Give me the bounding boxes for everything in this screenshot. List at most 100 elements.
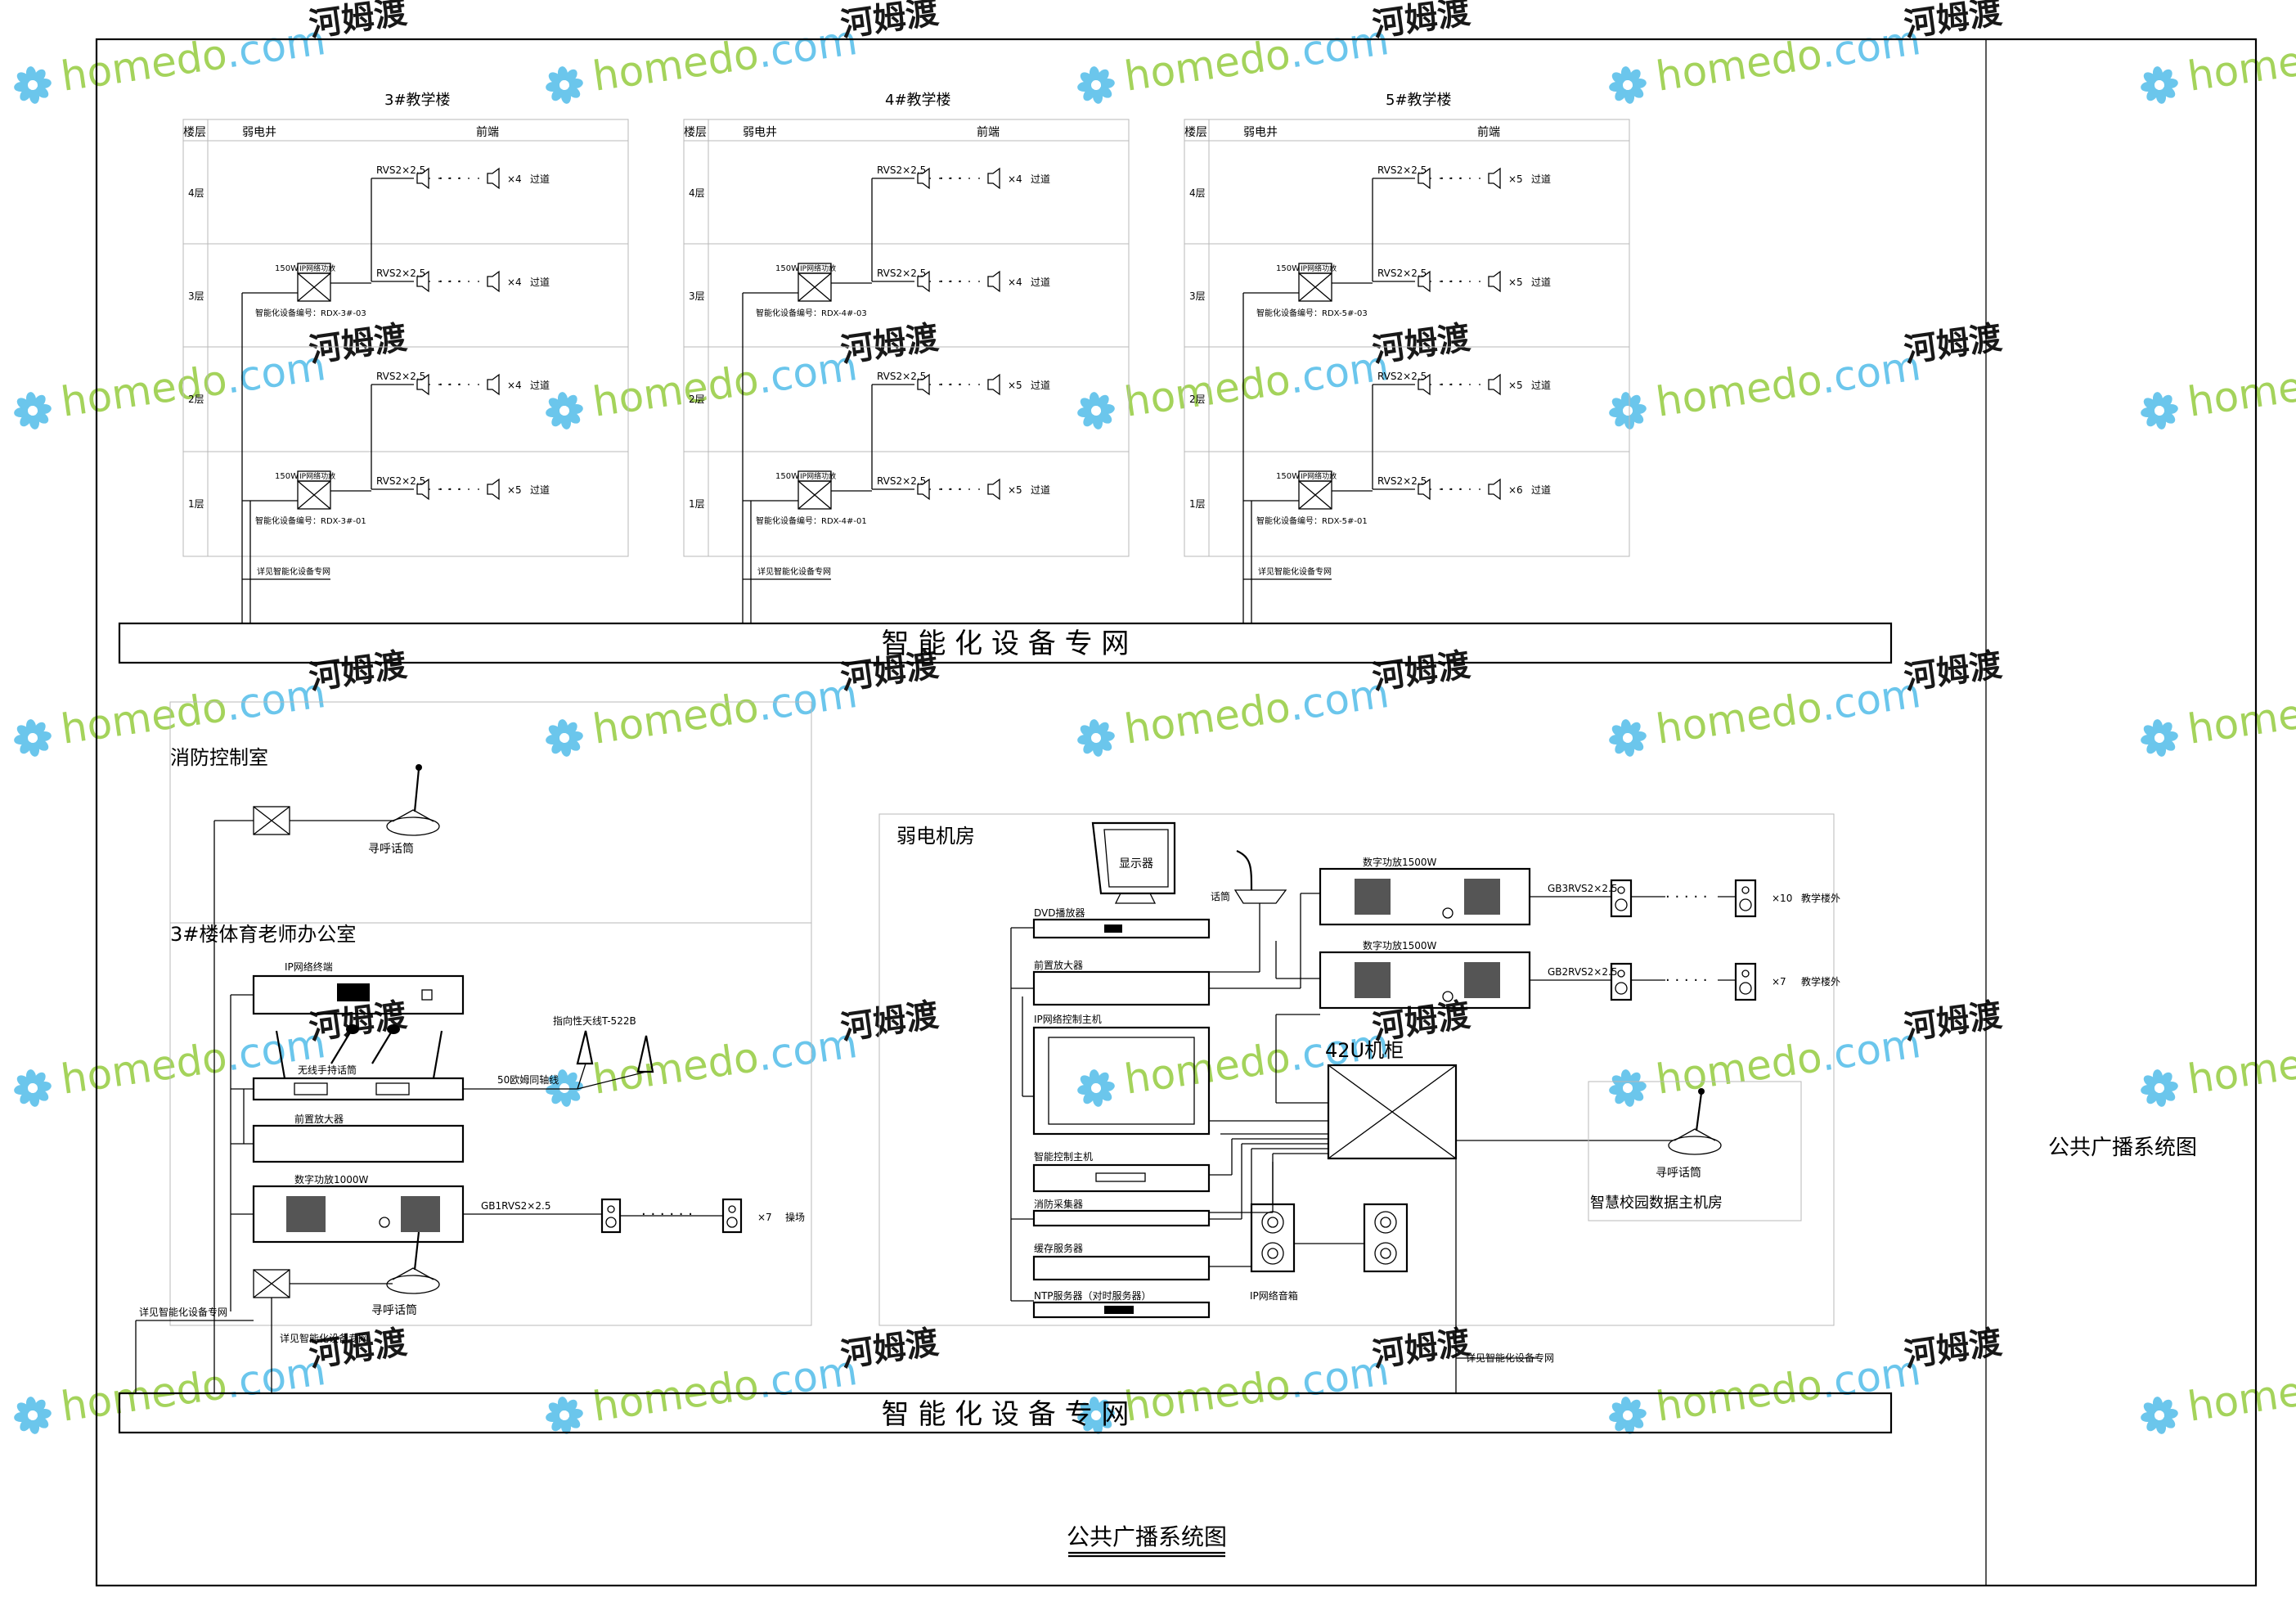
- area-label: 过道: [1031, 173, 1050, 185]
- speaker-icon: [1734, 962, 1757, 1001]
- ellipsis-dots: · · ·: [939, 273, 963, 290]
- col-front-header: 前端: [476, 125, 499, 139]
- area-label: 过道: [530, 380, 550, 391]
- dvd-player: DVD播放器: [1032, 906, 1211, 939]
- horn-speaker-icon: [987, 167, 1000, 190]
- feeder-label: 50欧姆同轴线: [497, 1073, 559, 1086]
- floor-label: 2层: [188, 394, 204, 405]
- network-bus-top: 智 能 化 设 备 专 网: [118, 622, 1893, 664]
- device-tag: 智能化设备编号：RDX-5#-03: [1256, 308, 1368, 318]
- ip-amp-type: IP网络功放: [800, 263, 836, 273]
- svg-text:homedo.com: homedo.com: [2185, 1019, 2296, 1104]
- speaker-icon: [1610, 879, 1633, 918]
- ellipsis-dots: · · ·: [438, 170, 462, 187]
- antenna-label: 指向性天线T-522B: [553, 1014, 636, 1027]
- speaker-icon: [600, 1198, 622, 1234]
- svg-text:河姆渡: 河姆渡: [838, 319, 941, 370]
- device-tag: 智能化设备编号：RDX-3#-03: [255, 308, 366, 318]
- weak-room-title: 弱电机房: [896, 825, 975, 848]
- svg-text:前置放大器: 前置放大器: [1034, 959, 1083, 971]
- desk-mic-icon: 话筒: [1211, 849, 1287, 904]
- svg-text:前置放大器: 前置放大器: [294, 1113, 344, 1125]
- ellipsis-dots: · · · · · ·: [641, 1206, 693, 1223]
- fire-and-pe-panel: 消防控制室 寻呼话筒 3#楼体育老师办公室 IP网络终端: [135, 701, 812, 1393]
- speaker-icon: [1610, 962, 1633, 1001]
- svg-text:homedo.com: homedo.com: [1653, 1019, 1924, 1104]
- ip-amp-type: IP网络功放: [800, 471, 836, 481]
- horn-speaker-icon: [1488, 373, 1501, 396]
- horn-speaker-icon: [917, 167, 930, 190]
- riser-title: 3#教学楼: [384, 92, 451, 109]
- svg-text:河姆渡: 河姆渡: [307, 996, 409, 1047]
- horn-speaker-icon: [987, 373, 1000, 396]
- horn-speaker-icon: [416, 478, 429, 501]
- svg-text:消防采集器: 消防采集器: [1034, 1198, 1083, 1210]
- svg-text:IP网络终端: IP网络终端: [285, 960, 333, 973]
- cable-label: RVS2×2.5: [376, 164, 425, 176]
- amp1-area: 教学楼外: [1801, 892, 1840, 904]
- col-floor-header: 楼层: [1184, 126, 1207, 139]
- side-sheet-title: 公共广播系统图: [2047, 1136, 2197, 1160]
- amp1-cable-label: GB3RVS2×2.5: [1548, 883, 1617, 894]
- floor-label: 3层: [689, 290, 705, 302]
- device-tag: 智能化设备编号：RDX-4#-03: [756, 308, 867, 318]
- smart-control-host: 智能控制主机: [1032, 1150, 1211, 1193]
- horn-speaker-icon: [1488, 270, 1501, 293]
- speaker-count: ×5: [1008, 484, 1022, 496]
- speaker-icon: [1734, 879, 1757, 918]
- svg-text:homedo.com: homedo.com: [58, 342, 329, 426]
- col-shaft-header: 弱电井: [242, 126, 276, 139]
- horn-speaker-icon: [1418, 478, 1431, 501]
- floor-label: 1层: [1189, 498, 1206, 510]
- svg-text:河姆渡: 河姆渡: [838, 996, 941, 1047]
- ip-network-terminal: IP网络终端: [252, 960, 465, 1015]
- storage-server: 缓存服务器: [1032, 1242, 1211, 1281]
- speaker-count: ×5: [1508, 173, 1523, 185]
- ip-amp-type: IP网络功放: [1301, 263, 1337, 273]
- wireless-mic-icon: [330, 1024, 400, 1064]
- horn-speaker-icon: [987, 478, 1000, 501]
- svg-text:homedo.com: homedo.com: [590, 16, 860, 101]
- area-label: 过道: [1531, 380, 1551, 391]
- horn-speaker-icon: [487, 167, 500, 190]
- area-label: 过道: [1031, 484, 1050, 496]
- main-preamp: 前置放大器: [1032, 959, 1211, 1006]
- cable-label: RVS2×2.5: [877, 164, 926, 176]
- ellipsis-dots: · · ·: [438, 273, 462, 290]
- pe-speaker-count: ×7: [757, 1212, 772, 1223]
- horn-speaker-icon: [416, 167, 429, 190]
- sheet-frame: [95, 38, 2258, 1587]
- pe-mic-label: 寻呼话筒: [371, 1303, 417, 1317]
- cable-label: RVS2×2.5: [877, 475, 926, 487]
- pe-note-bottom: 详见智能化设备专网: [280, 1332, 368, 1344]
- riser-title: 4#教学楼: [885, 92, 951, 109]
- svg-text:河姆渡: 河姆渡: [1370, 646, 1472, 697]
- cable-label: RVS2×2.5: [877, 371, 926, 382]
- speaker-count: ×4: [507, 173, 522, 185]
- ellipsis-dots: · · · · ·: [1665, 888, 1708, 906]
- col-floor-header: 楼层: [183, 126, 206, 139]
- amplifier-1500w-bottom: 数字功放1500W: [1319, 939, 1531, 1010]
- ellipsis-dots: · · ·: [1440, 481, 1463, 498]
- horn-speaker-icon: [987, 270, 1000, 293]
- horn-speaker-icon: [917, 373, 930, 396]
- area-label: 过道: [1531, 277, 1551, 288]
- network-bus-bottom: 智 能 化 设 备 专 网: [118, 1392, 1893, 1434]
- cable-label: RVS2×2.5: [376, 475, 425, 487]
- svg-text:homedo.com: homedo.com: [1121, 669, 1392, 754]
- amplifier-1500w-top: 数字功放1500W: [1319, 856, 1531, 926]
- floor-label: 4层: [689, 187, 705, 199]
- svg-text:河姆渡: 河姆渡: [307, 0, 409, 44]
- riser-note: 详见智能化设备专网: [257, 566, 330, 577]
